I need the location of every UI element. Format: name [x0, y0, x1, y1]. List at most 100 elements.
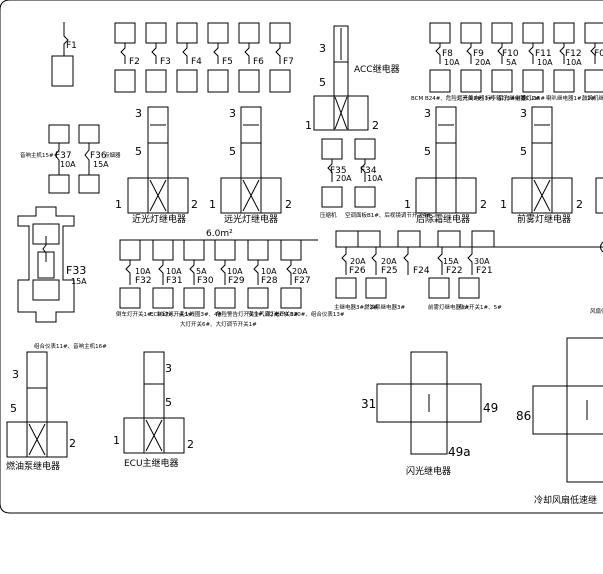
fuse-f32[interactable]: [119, 239, 141, 309]
fuse-f33-desc: 组合仪表11#、音响主机16#: [34, 342, 107, 350]
fuse-f35-desc: 压缩机: [320, 211, 337, 219]
fuse-f34[interactable]: [354, 138, 376, 208]
fuse-f36[interactable]: [78, 124, 100, 194]
fuse-f12-amp: 10A: [566, 58, 582, 67]
fuse-f3-id: F3: [160, 57, 171, 67]
fuse-f27[interactable]: [280, 239, 302, 309]
flasher-pin-49: 49: [483, 401, 498, 415]
fuse-f36-id: F36: [90, 151, 107, 161]
ecu-main-relay-name: ECU主继电器: [124, 457, 179, 469]
fuse-f36-desc: 点烟器: [104, 151, 121, 159]
fuse-f30-id: F30: [197, 276, 214, 286]
fuse-f28[interactable]: [247, 239, 269, 309]
fuse-f21-amp: 30A: [474, 257, 490, 266]
relay-high-beam[interactable]: [220, 106, 282, 214]
flasher-pin-31: 31: [361, 397, 376, 411]
fuse-f29[interactable]: [214, 239, 236, 309]
fuse-f26-desc: 主继电器3#、2#: [334, 303, 378, 311]
fuse-f27-amp: 20A: [292, 267, 308, 276]
right-edge-desc: 风扇低速继电: [590, 307, 603, 315]
fuse-f10-id: F10: [502, 49, 519, 59]
fuse-f30-desc: 大灯开关6#、大灯调节开关1#: [180, 320, 257, 328]
flasher-pin-49a: 49a: [448, 445, 471, 459]
fuse-f28-desc: 安全气囊2#: [248, 310, 278, 318]
high-beam-pin-1: 1: [209, 198, 216, 211]
fuse-f26-id: F26: [349, 266, 366, 276]
fuse-f33[interactable]: [17, 206, 75, 323]
fuse-f1-id: F1: [66, 41, 77, 51]
fuse-f0-desc: 鼓风机继: [582, 94, 603, 102]
fuse-f22-id: F22: [446, 266, 463, 276]
relay-front-fog[interactable]: [511, 106, 603, 214]
fuse-f25[interactable]: [365, 247, 387, 299]
ecu-main-pin-5: 5: [165, 396, 172, 409]
fuse-f31[interactable]: [152, 239, 174, 309]
rear-defrost-pin-3: 3: [424, 107, 431, 120]
high-beam-pin-2: 2: [285, 198, 292, 211]
fuse-f25-desc: 燃油泵继电器3#: [364, 303, 405, 311]
fuse-f27-id: F27: [294, 276, 311, 286]
high-beam-relay-name: 远光灯继电器: [224, 213, 278, 225]
relay-fuel-pump[interactable]: [6, 351, 68, 458]
acc-pin-1: 1: [305, 119, 312, 132]
fuse-f8[interactable]: [429, 22, 451, 93]
relay-rear-defrost[interactable]: [415, 106, 477, 214]
fuse-f29-amp: 10A: [227, 267, 243, 276]
relay-acc[interactable]: [313, 25, 369, 131]
fuse-f9-desc: 远光继电器3#、后光继电器: [457, 94, 526, 102]
fuse-f9[interactable]: [460, 22, 482, 93]
relay-low-beam[interactable]: [127, 106, 189, 214]
fuse-f30-amp: 5A: [196, 267, 207, 276]
fuse-f31-desc: ECU17#、点火线圈3#、4#: [150, 310, 223, 318]
fuse-f24[interactable]: [403, 247, 409, 275]
front-fog-pin-3: 3: [520, 107, 527, 120]
fuse-f10[interactable]: [491, 22, 513, 93]
fuse-f30[interactable]: [183, 239, 205, 309]
front-fog-relay-name: 前雾灯继电器: [517, 213, 571, 225]
fuse-f2[interactable]: [114, 22, 136, 93]
fuse-partial-right[interactable]: [584, 22, 603, 93]
fuse-f10-desc: 行李箱灯1#前顶灯2#: [485, 94, 540, 102]
relay-flasher[interactable]: [376, 351, 482, 455]
fuse-f26-amp: 20A: [350, 257, 366, 266]
front-fog-pin-1: 1: [500, 198, 507, 211]
fuse-f26[interactable]: [335, 247, 357, 299]
fuse-f37-amp: 10A: [60, 160, 76, 169]
flasher-relay-name: 闪光继电器: [406, 465, 451, 477]
fuse-f11-amp: 10A: [537, 58, 553, 67]
fuse-f29-id: F29: [228, 276, 245, 286]
fuse-f5[interactable]: [207, 22, 229, 93]
fuse-f29-desc: 危险警告灯开关1#、灯光开关1#: [216, 310, 299, 318]
relay-ecu-main[interactable]: [123, 351, 185, 454]
fuel-pump-pin-3: 3: [12, 368, 19, 381]
front-fog-pin-5: 5: [520, 145, 527, 158]
fuse-f28-amp: 10A: [261, 267, 277, 276]
relay-cooling-fan[interactable]: [532, 337, 603, 483]
fuse-f3[interactable]: [145, 22, 167, 93]
fuse-f12-desc: 喇叭继电器1#、2#: [546, 94, 596, 102]
acc-relay-name: ACC继电器: [354, 63, 400, 75]
fuse-f28-id: F28: [261, 276, 278, 286]
fuse-f1[interactable]: [51, 22, 74, 87]
fuse-f21-id: F21: [476, 266, 493, 276]
fuse-f8-desc: BCM B24#、危险灯开关2#: [411, 94, 482, 102]
front-fog-pin-2: 2: [576, 198, 583, 211]
fuse-f33-amp: 15A: [71, 277, 87, 286]
fuse-f31-amp: 10A: [166, 267, 182, 276]
fuse-f6[interactable]: [238, 22, 260, 93]
fuse-f21-desc: 点火开关1#、5#: [458, 303, 502, 311]
fuse-f12[interactable]: [553, 22, 575, 93]
fuse-f4[interactable]: [176, 22, 198, 93]
rear-defrost-pin-1: 1: [404, 198, 411, 211]
ecu-main-pin-2: 2: [187, 438, 194, 451]
high-beam-pin-5: 5: [229, 145, 236, 158]
fuse-f31-id: F31: [166, 276, 183, 286]
fuse-f21[interactable]: [458, 247, 480, 299]
fuse-f37[interactable]: [48, 124, 70, 194]
fuse-f7[interactable]: [269, 22, 291, 93]
fuse-f2-id: F2: [129, 57, 140, 67]
fuse-f35[interactable]: [321, 138, 343, 208]
ecu-main-pin-3: 3: [165, 362, 172, 375]
fuse-f22[interactable]: [428, 247, 450, 299]
fuse-f11[interactable]: [522, 22, 544, 93]
